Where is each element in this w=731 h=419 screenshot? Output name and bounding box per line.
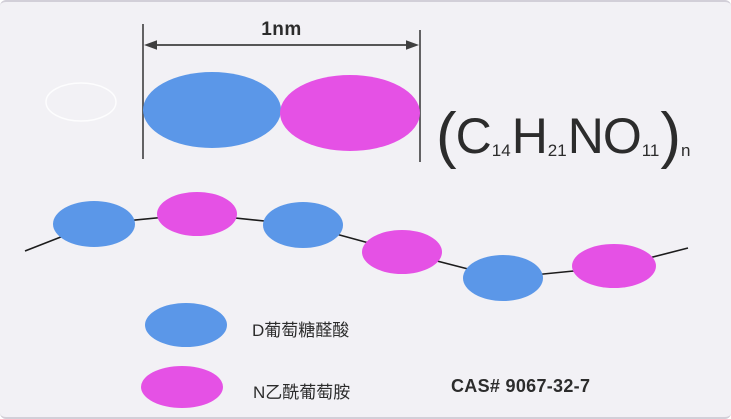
chain-bead-4-magenta [362,230,442,274]
formula-n-subscript: n [681,141,691,160]
formula-nitrogen: N [567,108,604,164]
unit-acetylglucosamine-ellipse [280,75,420,151]
formula-carbon-sub: 14 [491,141,511,160]
formula-hydrogen-sub: 21 [547,141,567,160]
legend-label-glucuronic-acid: D葡萄糖醛酸 [252,321,350,340]
chemical-formula: ( C 14 H 21 N O 11 ) n [436,99,692,170]
formula-hydrogen: H [511,108,548,164]
scale-bar-arrowhead-right [406,40,419,50]
formula-close-paren: ) [660,101,681,170]
scale-bar-label: 1nm [261,19,302,40]
formula-carbon: C [455,108,492,164]
legend-swatch-magenta [141,366,223,408]
unit-glucuronic-acid-ellipse [143,72,281,148]
formula-oxygen: O [602,108,642,164]
scale-bar-arrowhead-left [144,40,157,50]
legend-swatch-blue [145,303,227,347]
formula-open-paren: ( [436,101,457,170]
chain-bead-6-magenta [572,244,656,288]
chain-bead-1-blue [53,201,135,247]
cas-number: CAS# 9067-32-7 [451,376,591,396]
chain-bead-2-magenta [157,192,237,236]
legend-label-acetylglucosamine: N乙酰葡萄胺 [253,383,351,402]
chain-bead-5-blue [463,255,543,301]
ghost-ellipse [45,82,117,122]
chain-bead-3-blue [263,202,343,248]
formula-oxygen-sub: 11 [641,141,660,160]
